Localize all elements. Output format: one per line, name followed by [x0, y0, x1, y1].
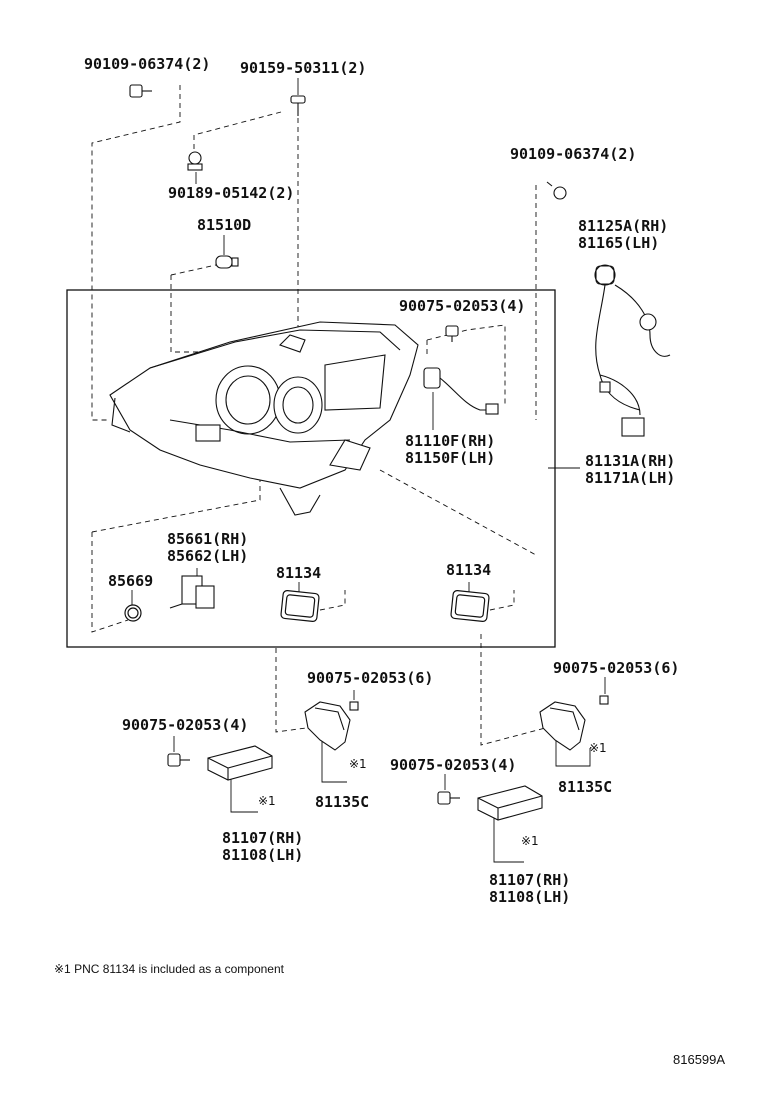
headlamp-housing-icon [109, 321, 419, 516]
gasket-icon [450, 589, 490, 623]
part-label-screw: 90075-02053(4) [122, 716, 249, 734]
diagram-code: 816599A [673, 1052, 726, 1067]
bracket-icon [304, 701, 359, 751]
part-label-oring: 85669 [108, 572, 154, 590]
component-mark: ※1 [349, 757, 367, 771]
component-mark: ※1 [521, 834, 539, 848]
part-label-clip: 90189-05142(2) [168, 184, 295, 202]
part-label-bulb: 81510D [197, 216, 252, 234]
solid-leaders [131, 78, 606, 863]
part-label-screw: 90075-02053(4) [390, 756, 517, 774]
bolt-icon [129, 84, 152, 98]
screw-icon [445, 325, 459, 342]
lamp-unit-icon [423, 367, 499, 415]
part-label-module-lh: 81108(LH) [489, 888, 571, 906]
part-label-gasket: 81134 [276, 564, 322, 582]
part-label-screw: 90075-02053(6) [553, 659, 680, 677]
bolt-icon [546, 181, 567, 200]
part-label-module-rh: 81107(RH) [489, 871, 571, 889]
assembly-frame [66, 289, 556, 648]
part-label-module-rh: 81107(RH) [222, 829, 304, 847]
part-label-gasket: 81134 [446, 561, 492, 579]
part-label-lamp-unit-lh: 81150F(LH) [405, 449, 496, 467]
part-label-module-lh: 81108(LH) [222, 846, 304, 864]
part-label-screw: 90075-02053(6) [307, 669, 434, 687]
part-label-headlamp-rh: 81131A(RH) [585, 452, 676, 470]
screw-icon [290, 95, 306, 116]
screw-icon [437, 791, 460, 805]
part-label-socket-rh: 81125A(RH) [578, 217, 669, 235]
socket-harness-icon [594, 264, 671, 437]
bracket-icon [539, 695, 609, 751]
bulb-icon [215, 255, 239, 269]
part-label-bracket: 81135C [558, 778, 613, 796]
part-label-bolt: 90109-06374(2) [510, 145, 637, 163]
part-label-bolt: 90109-06374(2) [84, 55, 211, 73]
part-label-headlamp-lh: 81171A(LH) [585, 469, 676, 487]
oring-icon [124, 604, 142, 622]
part-label-actuator-rh: 85661(RH) [167, 530, 249, 548]
component-mark: ※1 [258, 794, 276, 808]
gasket-icon [280, 589, 320, 623]
module-icon [207, 745, 273, 781]
clip-icon [187, 151, 203, 171]
part-label-socket-lh: 81165(LH) [578, 234, 660, 252]
footnote: ※1 PNC 81134 is included as a component [54, 962, 284, 976]
part-label-bracket: 81135C [315, 793, 370, 811]
screw-icon [167, 753, 190, 767]
part-label-lamp-unit-rh: 81110F(RH) [405, 432, 496, 450]
actuator-icon [169, 575, 215, 609]
part-label-actuator-lh: 85662(LH) [167, 547, 249, 565]
part-label-screw: 90159-50311(2) [240, 59, 367, 77]
component-mark: ※1 [589, 741, 607, 755]
part-label-screw: 90075-02053(4) [399, 297, 526, 315]
module-icon [477, 785, 543, 821]
